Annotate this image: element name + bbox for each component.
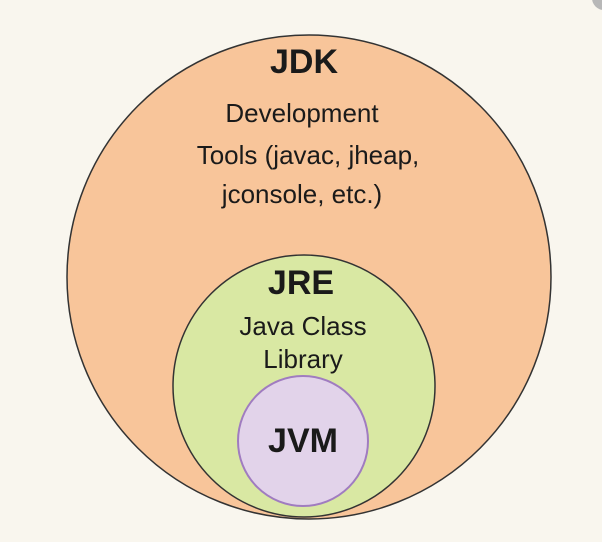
jre-description-line-2: Library bbox=[263, 344, 342, 374]
jdk-description-line-3: jconsole, etc.) bbox=[221, 179, 382, 209]
jre-description-line-1: Java Class bbox=[239, 311, 366, 341]
jre-title: JRE bbox=[268, 264, 334, 302]
corner-shadow bbox=[592, 0, 602, 10]
jdk-description-line-2: Tools (javac, jheap, bbox=[197, 140, 420, 170]
jvm-title: JVM bbox=[268, 422, 338, 460]
jdk-title: JDK bbox=[270, 43, 338, 81]
jvm-circle bbox=[237, 375, 369, 507]
jdk-description-line-1: Development bbox=[225, 98, 379, 128]
